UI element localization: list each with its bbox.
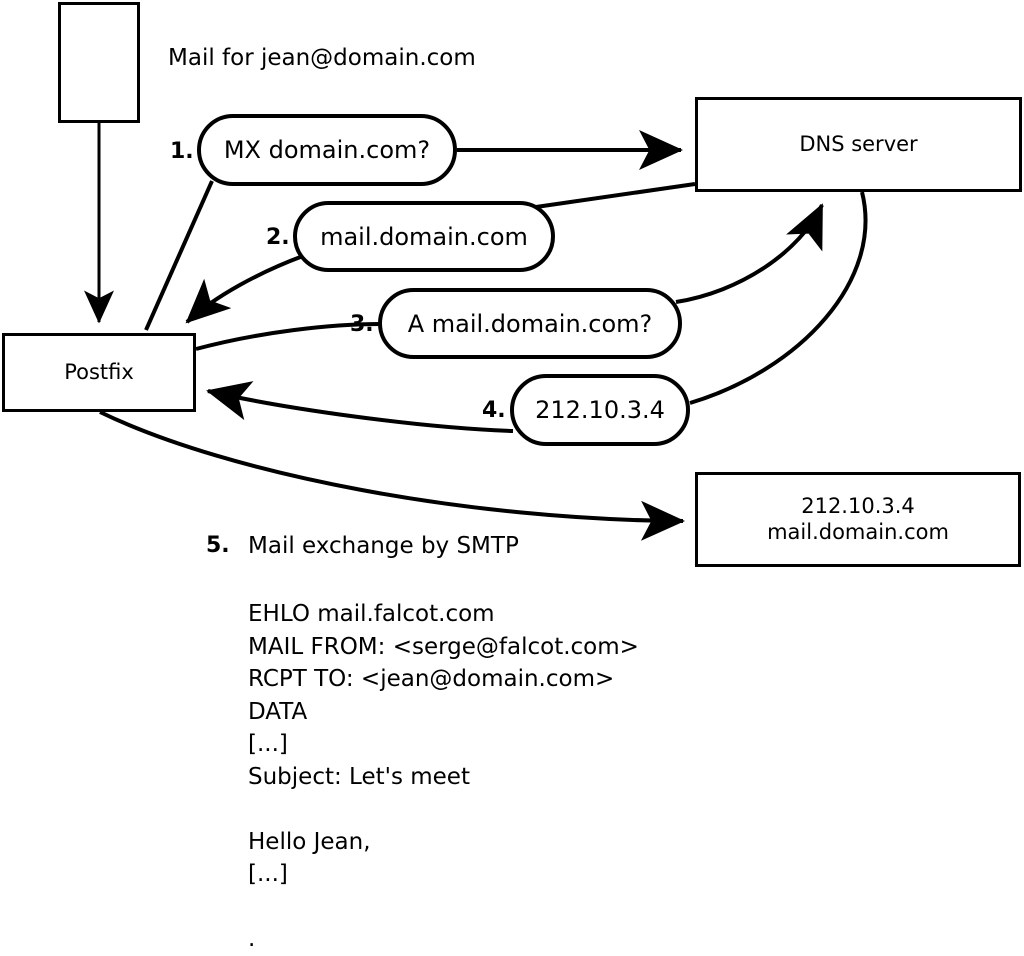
connector-layer bbox=[84, 123, 868, 541]
edge-postfix-to-mailserver bbox=[99, 410, 685, 541]
step-4-number: 4. bbox=[482, 398, 506, 423]
page-title: Mail for jean@domain.com bbox=[168, 45, 476, 71]
edge-dns-to-step2 bbox=[535, 182, 696, 209]
step-1-pill[interactable]: MX domain.com? bbox=[197, 114, 457, 186]
edge-step4-to-postfix bbox=[206, 381, 514, 433]
edge-postfix-to-step1 bbox=[144, 180, 214, 331]
edge-step3-to-dns bbox=[675, 203, 824, 304]
step-2-text: mail.domain.com bbox=[320, 222, 528, 251]
step-3-text: A mail.domain.com? bbox=[407, 309, 653, 338]
edge-step2-to-postfix bbox=[185, 254, 304, 324]
step-5-label: Mail exchange by SMTP bbox=[248, 533, 519, 559]
node-dns-server[interactable]: DNS server bbox=[695, 97, 1022, 192]
step-5-number: 5. bbox=[206, 533, 230, 558]
step-2-number: 2. bbox=[266, 225, 290, 250]
smtp-transcript: EHLO mail.falcot.com MAIL FROM: <serge@f… bbox=[248, 601, 639, 952]
edge-dns-to-step4 bbox=[689, 191, 868, 405]
node-mail-server-hostname: mail.domain.com bbox=[767, 519, 949, 544]
node-mail-user-agent[interactable] bbox=[58, 2, 140, 123]
step-1-number: 1. bbox=[170, 139, 194, 164]
node-postfix-label: Postfix bbox=[64, 359, 134, 384]
node-mail-server-ip: 212.10.3.4 bbox=[801, 493, 915, 518]
node-mail-server[interactable]: 212.10.3.4 mail.domain.com bbox=[695, 472, 1021, 567]
step-3-number: 3. bbox=[350, 312, 374, 337]
node-postfix[interactable]: Postfix bbox=[2, 333, 196, 412]
step-1-text: MX domain.com? bbox=[223, 136, 431, 164]
node-dns-server-label: DNS server bbox=[799, 131, 918, 156]
step-3-pill[interactable]: A mail.domain.com? bbox=[378, 288, 682, 359]
edge-postfix-to-step3 bbox=[195, 322, 382, 351]
step-2-pill[interactable]: mail.domain.com bbox=[293, 201, 555, 272]
step-4-text: 212.10.3.4 bbox=[535, 396, 665, 424]
step-4-pill[interactable]: 212.10.3.4 bbox=[510, 374, 690, 446]
